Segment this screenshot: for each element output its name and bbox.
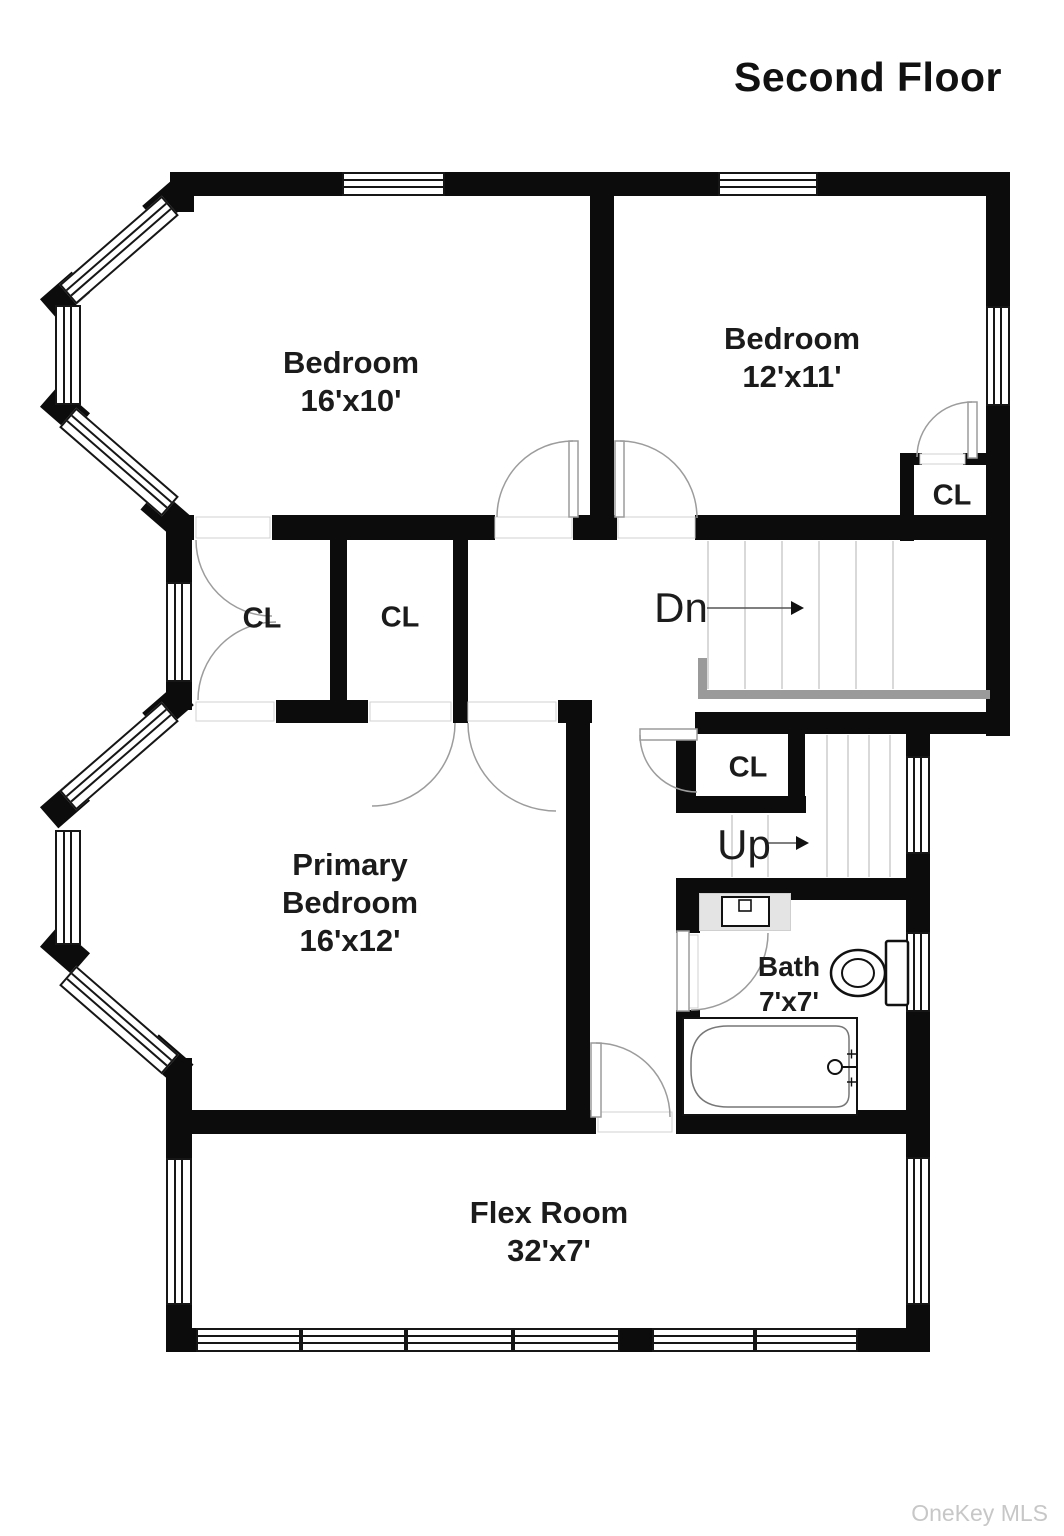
- door-arc: [916, 401, 973, 458]
- door-leaf: [614, 440, 625, 518]
- stairs-down-label: Dn: [654, 584, 708, 631]
- room-name: Primary Bedroom: [281, 847, 419, 920]
- wall: [166, 528, 192, 582]
- wall: [695, 712, 1010, 734]
- toilet-icon: [829, 939, 910, 1007]
- stairs-up-label: Up: [717, 821, 771, 868]
- wall: [445, 172, 718, 196]
- room-dims: 12'x11': [742, 359, 842, 394]
- window: [342, 172, 445, 196]
- wall: [788, 734, 805, 813]
- door-arc: [619, 440, 698, 519]
- window: [513, 1328, 620, 1352]
- room-name: Bedroom: [282, 345, 420, 380]
- stairs-down-arrow: [707, 601, 804, 615]
- window: [755, 1328, 858, 1352]
- stairs-up-arrow: [766, 836, 809, 850]
- window: [652, 1328, 755, 1352]
- window: [301, 1328, 406, 1352]
- wall: [676, 796, 806, 813]
- door-leaf: [568, 440, 579, 518]
- door-threshold: [919, 453, 966, 465]
- door-threshold: [597, 1111, 673, 1133]
- wall: [453, 700, 468, 723]
- wall: [276, 700, 368, 723]
- door-threshold: [467, 701, 557, 722]
- door-arc: [690, 932, 769, 1011]
- stair-landing-edge: [698, 658, 707, 699]
- wall: [620, 1328, 652, 1352]
- door-arc: [639, 734, 698, 793]
- door-leaves: [568, 401, 978, 1118]
- wall: [906, 854, 930, 932]
- wall: [858, 1328, 930, 1352]
- window: [166, 1158, 192, 1305]
- door-threshold: [195, 516, 271, 539]
- stairs-up-treads: [731, 735, 891, 877]
- wall: [566, 712, 590, 1114]
- wall: [170, 172, 342, 196]
- page-title: Second Floor: [734, 54, 1002, 100]
- door-threshold: [369, 701, 452, 722]
- wall: [166, 1328, 196, 1352]
- stairs-down-treads: [707, 541, 894, 689]
- wall: [986, 196, 1010, 306]
- wall: [590, 196, 614, 515]
- door-threshold: [617, 516, 696, 539]
- room-dims: 7'x7': [758, 986, 820, 1017]
- room-dims: 16'x12': [299, 923, 401, 958]
- room-name: Flex Room: [469, 1195, 629, 1230]
- door-threshold: [195, 701, 275, 722]
- closet-label: CL: [932, 479, 972, 512]
- window: [406, 1328, 513, 1352]
- window: [906, 756, 930, 854]
- wall: [818, 172, 1010, 196]
- room-label-flex-room: Flex Room 32'x7': [470, 1194, 628, 1270]
- wall: [573, 515, 617, 540]
- closet-label: CL: [380, 601, 420, 634]
- wall: [676, 900, 700, 933]
- wall: [900, 453, 914, 541]
- door-leaf: [967, 401, 978, 459]
- bathtub-icon: [682, 1017, 858, 1116]
- door-arc: [371, 722, 456, 807]
- window: [166, 582, 192, 682]
- wall: [906, 734, 930, 756]
- window: [196, 1328, 301, 1352]
- room-name: Bedroom: [723, 321, 861, 356]
- door-arc: [467, 722, 557, 812]
- wall: [166, 1110, 596, 1134]
- window: [986, 306, 1010, 406]
- door-arc: [197, 621, 277, 701]
- wall: [695, 515, 1010, 540]
- wall: [676, 734, 696, 798]
- door-leaf: [639, 728, 698, 741]
- closet-label: CL: [242, 602, 282, 635]
- window: [55, 305, 81, 405]
- wall: [453, 528, 468, 705]
- door-arc: [195, 539, 273, 617]
- door-arc: [595, 1042, 671, 1118]
- window: [906, 1157, 930, 1305]
- wall: [330, 525, 347, 705]
- room-dims: 16'x10': [300, 383, 402, 418]
- watermark: OneKey MLS: [911, 1500, 1048, 1526]
- room-label-primary-bedroom: Primary Bedroom 16'x12': [244, 846, 456, 960]
- window: [718, 172, 818, 196]
- room-label-bedroom-1: Bedroom 16'x10': [283, 344, 419, 420]
- door-arcs: [195, 401, 973, 1118]
- sink-icon: [721, 896, 770, 927]
- stair-landing-edge: [698, 690, 990, 699]
- door-leaf: [590, 1042, 602, 1118]
- room-dims: 32'x7': [507, 1233, 591, 1268]
- closet-label: CL: [728, 751, 768, 784]
- door-threshold: [494, 516, 573, 539]
- door-leaf: [676, 930, 690, 1012]
- window: [55, 830, 81, 945]
- room-name: Bath: [757, 951, 821, 982]
- room-label-bath: Bath 7'x7': [758, 949, 820, 1019]
- room-label-bedroom-2: Bedroom 12'x11': [724, 320, 860, 396]
- door-arc: [496, 440, 574, 518]
